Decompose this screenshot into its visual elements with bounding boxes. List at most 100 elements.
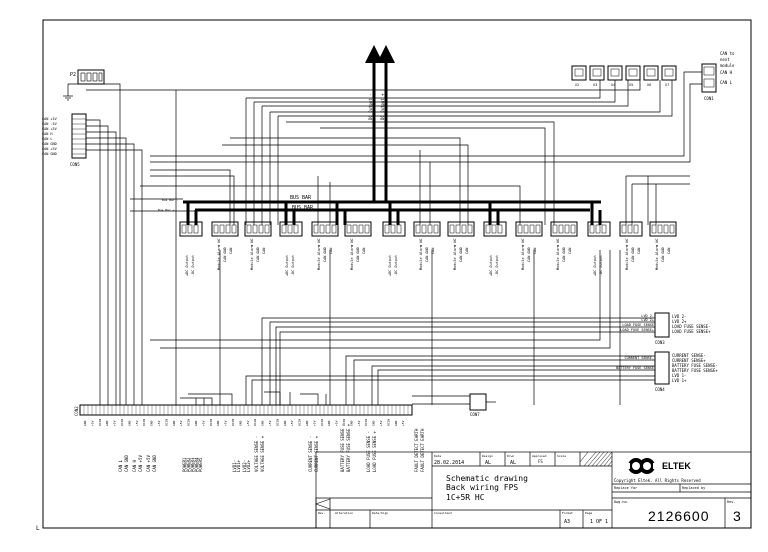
bus-bar	[183, 200, 601, 212]
wiring	[86, 71, 702, 405]
con4-pin-label: BATTERY FUSE SENSE+	[672, 368, 718, 373]
con2-pin-small-label: DCIN	[209, 419, 213, 426]
module-can-label: CAN	[431, 248, 435, 254]
module-connector	[483, 221, 507, 237]
module-dc-minus-label: -DC Output	[495, 255, 499, 276]
con3-pin-labels: LVD 2-LVD 2+LOAD FUSE SENSE-LOAD FUSE SE…	[672, 314, 711, 334]
module-connector	[413, 221, 441, 237]
page-value: 1 OF 1	[590, 519, 608, 525]
con4-pin-labels: CURRENT SENSE-CURRENT SENSE+BATTERY FUSE…	[672, 353, 718, 383]
con2-group-label: POWER2	[186, 457, 191, 472]
con2-pin-small-label: DCIN	[253, 419, 257, 426]
con4-wire-labels: CURRENT SENSE-BATTERY FUSE SENSE	[616, 356, 654, 370]
con3-connector	[654, 312, 670, 338]
module-dc-minus-label: -DC Output	[191, 255, 195, 276]
con5-pin-label: CAN GND	[42, 152, 57, 156]
con3-pin-label: LVD 2+	[672, 319, 687, 324]
con2-group-label: LVD1-	[232, 460, 237, 472]
con2-pin-small-label: DCIN	[275, 419, 279, 426]
module-alarm-label: Module Alarm NC	[350, 238, 354, 270]
con2-group-label: LOAD FUSE SENSE +	[372, 430, 377, 472]
module-can-gnd-label: CAN GND	[459, 247, 463, 262]
corner-mark: L	[36, 525, 40, 532]
module-can-label: CAN	[667, 248, 671, 254]
con2-pin-small-label: +5V	[401, 420, 405, 426]
con2-pin-small-label: +5V	[268, 420, 272, 426]
con2-pin-small-label: DCIN	[164, 419, 168, 426]
con2-pin-small-label: GND	[349, 420, 353, 426]
con2-pin-small-label: +5V	[246, 420, 250, 426]
con2-group-label: CAN +5V	[138, 455, 143, 472]
bus-bar-minus-label: Bus Bar -	[162, 198, 178, 202]
module-connector	[244, 221, 272, 237]
replace-for-label: Replace for	[614, 486, 637, 490]
can-next-line2: next	[720, 57, 730, 62]
con2-pin-small-label: DCIN	[298, 419, 302, 426]
alteration-col-label: Alteration	[335, 511, 353, 515]
module-connector	[179, 221, 203, 237]
module-can-gnd-label: CAN GND	[256, 247, 260, 262]
x-terminal	[661, 65, 677, 81]
con4-connector	[654, 351, 670, 385]
con2-pin-small-label: +5V	[335, 420, 339, 426]
con2-group-label: LVD1+	[236, 459, 241, 472]
con2-pin-small-label: DCIN	[342, 419, 346, 426]
design-label: Design	[482, 454, 493, 458]
module-alarm-label: Module Alarm NC	[521, 238, 525, 270]
con2-group-label: POWER1	[182, 457, 187, 472]
con3-wire-label: LVD 2+	[641, 318, 654, 322]
con4-pin-label: BATTERY FUSE SENSE-	[672, 363, 718, 368]
rev-col-label: Rev.	[318, 511, 325, 515]
format-value: A3	[564, 519, 570, 525]
bus-bar-plus-label: Bus Bar +	[158, 208, 174, 212]
con3-pin-label: LOAD FUSE SENSE-	[672, 324, 711, 329]
module-alarm-label: Module Alarm NC	[217, 238, 221, 270]
con2-pin-small-label: +5V	[379, 420, 383, 426]
dc-minus-label: DC Output -	[368, 94, 373, 121]
con3-wire-label: LVD 2-	[641, 314, 654, 318]
bus-bar-label-top: BUS BAR	[290, 195, 312, 201]
drawing-title-2: Back wiring FPS	[446, 483, 518, 492]
company-name: ELTEK	[662, 461, 691, 471]
copyright-text: Copyright Eltek. All Rights Reserved	[614, 478, 701, 483]
drawn-label: Drwn	[507, 454, 514, 458]
con2-group-label: POWER5	[198, 457, 203, 472]
con2-pin-small-label: GND	[261, 420, 265, 426]
module-can-label: CAN	[362, 248, 366, 254]
approved-value: FS	[538, 459, 543, 464]
x-terminal-label: X6	[647, 83, 651, 87]
con2-group-label: CAN H	[132, 459, 137, 472]
con2-group-label: LVD2-	[242, 460, 247, 472]
con5-pin-label: CAN L	[42, 137, 53, 141]
con2-group-label: LVD2+	[246, 459, 251, 472]
module-alarm-label: Module Alarm NC	[556, 238, 560, 270]
con2-pin-small-label: GND	[216, 420, 220, 426]
module-dc-plus-label: +DC Output	[285, 255, 289, 276]
con2-group-label: CURRENT SENSE +	[314, 435, 319, 472]
module-can-gnd-label: CAN GND	[323, 247, 327, 262]
module-can-gnd-label: CAN GND	[562, 247, 566, 262]
con2-group-label: FAULT DETECT EARTH	[420, 428, 425, 472]
con4-label: CON4	[655, 387, 665, 392]
con5-pin-label: CAN +5V	[42, 127, 58, 131]
format-label: Format	[562, 511, 573, 515]
approved-label: Approved	[532, 454, 547, 458]
dc-plus-label: DC Output +	[380, 93, 385, 120]
con1-connector	[701, 63, 717, 93]
con2-pin-small-label: DCIN	[386, 419, 390, 426]
module-connector	[515, 221, 543, 237]
con2-group-label: LOAD FUSE SENSE -	[366, 431, 371, 472]
design-value: AL	[485, 460, 491, 466]
x-terminal	[625, 65, 641, 81]
con2-pin-small-label: +5V	[113, 420, 117, 426]
can-next-line1: CAN to	[720, 51, 735, 56]
con2-group-label: CAN +5V	[146, 455, 151, 472]
drawn-value: AL	[510, 460, 516, 466]
module-alarm-label: Module Alarm NC	[655, 238, 659, 270]
con2-connector	[79, 404, 413, 416]
con2-pin-small-label: GND	[394, 420, 398, 426]
con2-pin-small-label: GND	[283, 420, 287, 426]
